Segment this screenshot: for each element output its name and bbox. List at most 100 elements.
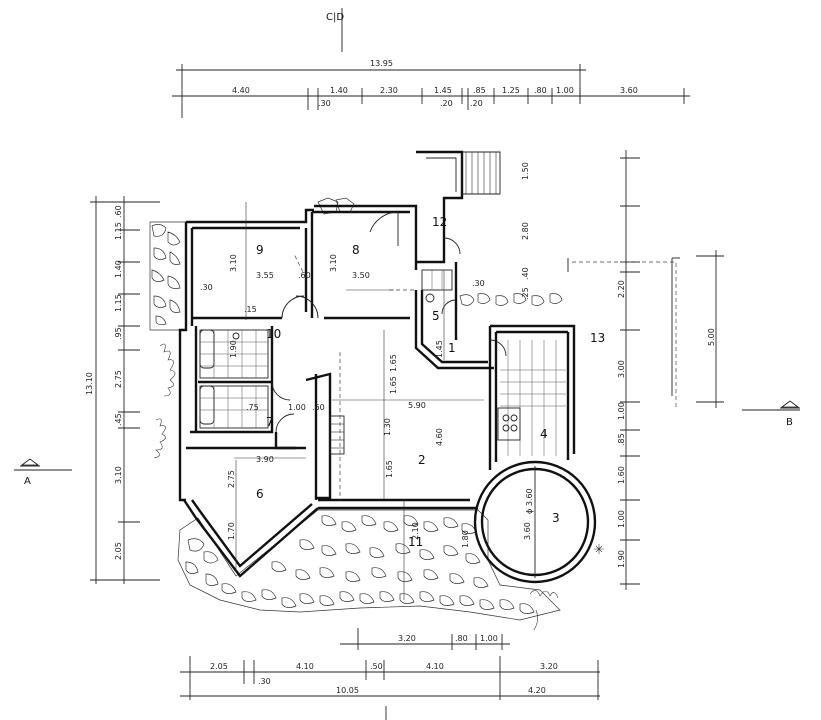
left-dim-3: 1.15 xyxy=(114,294,123,312)
int-dim-16: 1.70 xyxy=(227,522,236,540)
bathroom-10-tiles xyxy=(199,329,269,379)
right-dim-10: 1.00 xyxy=(617,510,626,528)
room-5-label: 5 xyxy=(432,309,440,323)
int-dim-24: 3.60 xyxy=(523,522,532,540)
bottom-r3-dim-2: 4.20 xyxy=(528,686,546,695)
top-dimension-lines: 13.95 4.40 1.40 2.30 1.45 .85 1.25 .80 1… xyxy=(172,59,690,118)
int-dim-9: 1.65 xyxy=(389,376,398,394)
int-dim-11: 1.30 xyxy=(383,418,392,436)
top-dim-2: 1.40 xyxy=(330,86,348,95)
bottom-r2-dim-4: 4.10 xyxy=(426,662,444,671)
int-dim-25: .30 xyxy=(472,279,485,288)
int-dim-12: 4.60 xyxy=(435,428,444,446)
top-dim-6: 1.25 xyxy=(502,86,520,95)
kitchen-4-tiles xyxy=(497,340,566,456)
bottom-sub-dim: .30 xyxy=(258,677,271,686)
right-dim-7: 1.00 xyxy=(617,402,626,420)
room-10-label: 10 xyxy=(266,327,281,341)
bottom-r2-dim-1: 2.05 xyxy=(210,662,228,671)
int-dim-17: 1.00 xyxy=(288,403,306,412)
round-room-3 xyxy=(473,460,597,584)
right-dim-9: 1.60 xyxy=(617,466,626,484)
interior-dims: 3.10 3.55 3.10 3.50 .60 .30 .15 1.65 1.6… xyxy=(200,254,534,548)
bottom-dimension-lines: 3.20 .80 1.00 2.05 4.10 .50 4.10 3.20 .3… xyxy=(180,628,600,720)
bottom-r2-dim-5: 3.20 xyxy=(540,662,558,671)
top-dim-3: 2.30 xyxy=(380,86,398,95)
int-dim-15: 2.75 xyxy=(227,470,236,488)
int-dim-10: 5.90 xyxy=(408,401,426,410)
top-dim-9: 3.60 xyxy=(620,86,638,95)
left-overall-dim: 13.10 xyxy=(85,372,94,395)
right-overall-dim: 5.00 xyxy=(707,328,716,346)
top-dim-8: 1.00 xyxy=(556,86,574,95)
room-8-label: 8 xyxy=(352,243,360,257)
room-3-label: 3 xyxy=(552,511,560,525)
bottom-r1-dim-1: 3.20 xyxy=(398,634,416,643)
int-dim-14: 3.90 xyxy=(256,455,274,464)
bottom-r3-dim-1: 10.05 xyxy=(336,686,359,695)
right-dim-5: 2.20 xyxy=(617,280,626,298)
section-marker-a-label: A xyxy=(24,476,31,487)
room-6-label: 6 xyxy=(256,487,264,501)
top-overall-dim: 13.95 xyxy=(370,59,393,68)
interior-dim-lines xyxy=(234,202,484,600)
int-dim-2: 3.55 xyxy=(256,271,274,280)
section-marker-b-label: B xyxy=(786,417,793,428)
room-11-label: 11 xyxy=(408,535,423,549)
section-marker-cd: C|D xyxy=(326,8,344,52)
left-dim-4: .95 xyxy=(114,327,123,340)
top-dim-1: 4.40 xyxy=(232,86,250,95)
section-marker-cd-label: C|D xyxy=(326,12,344,23)
int-dim-7: .15 xyxy=(244,305,257,314)
right-dim-1: 1.50 xyxy=(521,162,530,180)
top-sub-dim-1: .30 xyxy=(318,99,331,108)
top-sub-dim-3: .20 xyxy=(470,99,483,108)
bottom-r2-dim-3: .50 xyxy=(370,662,383,671)
right-dim-8: .85 xyxy=(617,433,626,446)
right-dim-3: .40 xyxy=(521,267,530,280)
left-dim-7: 3.10 xyxy=(114,466,123,484)
fireplace xyxy=(329,415,345,455)
vegetation xyxy=(153,343,604,631)
right-dim-2: 2.80 xyxy=(521,222,530,240)
int-dim-21: 2.10 xyxy=(411,522,420,540)
room-12-label: 12 xyxy=(432,215,447,229)
section-marker-b: B xyxy=(742,400,800,428)
bottom-r1-dim-3: 1.00 xyxy=(480,634,498,643)
int-dim-3: 3.10 xyxy=(329,254,338,272)
top-sub-dim-2: .20 xyxy=(440,99,453,108)
room-4-label: 4 xyxy=(540,427,548,441)
int-dim-1: 3.10 xyxy=(229,254,238,272)
staircase-12 xyxy=(462,151,501,195)
top-dim-7: .80 xyxy=(534,86,547,95)
int-dim-18: .60 xyxy=(312,403,325,412)
int-dim-8: 1.65 xyxy=(389,354,398,372)
left-dim-1: 1.15 xyxy=(114,222,123,240)
left-dimension-lines: 13.10 1.15 1.40 1.15 .95 2.75 .45 3.10 2… xyxy=(85,196,160,584)
right-dimension-lines: 1.50 2.80 .40 .25 2.20 3.00 1.00 .85 1.6… xyxy=(521,150,724,590)
top-dim-5: .85 xyxy=(473,86,486,95)
bottom-r1-dim-2: .80 xyxy=(455,634,468,643)
exterior-walls xyxy=(178,150,576,578)
room-9-label: 9 xyxy=(256,243,264,257)
left-dim-2: 1.40 xyxy=(114,260,123,278)
int-dim-22: 1.45 xyxy=(435,340,444,358)
right-dim-6: 3.00 xyxy=(617,360,626,378)
diameter-label: ϕ 3.60 xyxy=(525,488,534,514)
int-dim-23: 1.80 xyxy=(461,530,470,548)
top-dim-4: 1.45 xyxy=(434,86,452,95)
bathroom-5-tiles xyxy=(421,269,453,303)
section-marker-a: A xyxy=(14,458,72,487)
stone-paving-front xyxy=(177,509,561,621)
int-dim-5: .60 xyxy=(298,271,311,280)
room-2-label: 2 xyxy=(418,453,426,467)
int-dim-19: .75 xyxy=(246,403,259,412)
int-dim-13: 1.65 xyxy=(385,460,394,478)
right-dim-11: 1.90 xyxy=(617,550,626,568)
right-dim-4: .25 xyxy=(521,287,530,300)
int-dim-6: .30 xyxy=(200,283,213,292)
left-small-dim: .60 xyxy=(114,205,123,218)
room-13-label: 13 xyxy=(590,331,605,345)
terrace-13-outline xyxy=(567,257,680,410)
